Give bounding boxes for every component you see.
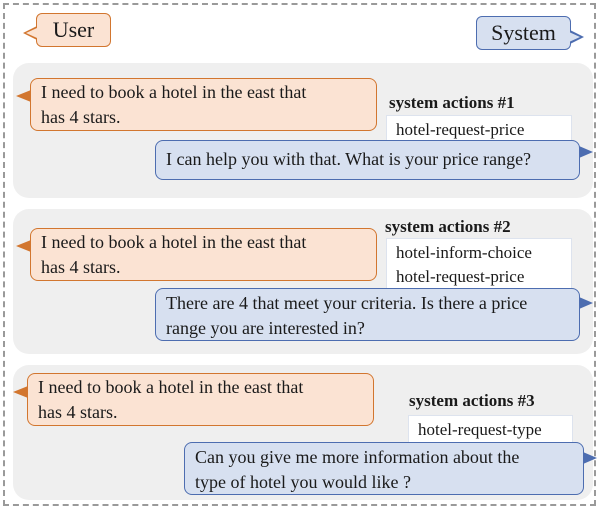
user-utterance-1: I need to book a hotel in the east that …: [30, 78, 377, 131]
user-line: I need to book a hotel in the east that: [41, 82, 307, 102]
system-action: hotel-request-price: [396, 267, 525, 286]
user-role-text: User: [52, 17, 95, 42]
user-line: has 4 stars.: [41, 257, 121, 277]
user-role-tail-fill: [26, 28, 37, 38]
system-bubble-tail: [579, 297, 593, 309]
user-utterance-2: I need to book a hotel in the east that …: [30, 228, 377, 281]
system-actions-title-2: system actions #2: [385, 217, 511, 236]
user-line: I need to book a hotel in the east that: [38, 377, 304, 397]
user-bubble-tail: [13, 386, 28, 398]
user-bubble-tail: [16, 90, 31, 102]
user-line: has 4 stars.: [38, 402, 118, 422]
system-role-tail-fill: [569, 32, 580, 42]
user-line: I need to book a hotel in the east that: [41, 232, 307, 252]
system-bubble-tail: [583, 452, 597, 464]
system-actions-title-3: system actions #3: [409, 391, 535, 410]
system-role-label: System: [476, 16, 571, 50]
system-line: I can help you with that. What is your p…: [166, 149, 532, 169]
system-actions-title-1: system actions #1: [389, 93, 515, 112]
system-line: There are 4 that meet your criteria. Is …: [166, 293, 528, 313]
system-response-1: I can help you with that. What is your p…: [155, 140, 580, 180]
system-actions-box-3: hotel-request-type: [408, 415, 573, 445]
system-bubble-tail: [579, 146, 593, 158]
system-line: range you are interested in?: [166, 318, 365, 338]
system-line: type of hotel you would like ?: [195, 472, 411, 492]
system-actions-box-2: hotel-inform-choice hotel-request-price: [386, 238, 572, 292]
user-line: has 4 stars.: [41, 107, 121, 127]
figure-frame: [3, 3, 596, 506]
system-response-3: Can you give me more information about t…: [184, 442, 584, 495]
user-bubble-tail: [16, 240, 31, 252]
system-line: Can you give me more information about t…: [195, 447, 520, 467]
system-action: hotel-request-price: [396, 120, 525, 139]
user-utterance-3: I need to book a hotel in the east that …: [27, 373, 374, 426]
system-action: hotel-inform-choice: [396, 243, 532, 262]
system-response-2: There are 4 that meet your criteria. Is …: [155, 288, 580, 341]
system-role-text: System: [491, 20, 556, 45]
user-role-label: User: [36, 13, 111, 47]
system-action: hotel-request-type: [418, 420, 542, 439]
